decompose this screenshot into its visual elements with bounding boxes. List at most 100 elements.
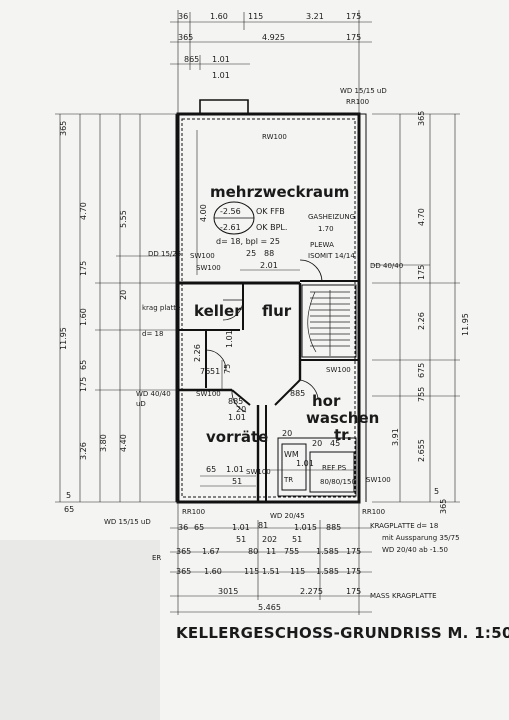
interior-walls: [178, 280, 359, 502]
label-wd-bottom: WD 15/15 uD: [104, 518, 151, 526]
label-kragplatte-d: d= 18: [142, 330, 163, 338]
dim-bot-6: 885: [326, 523, 341, 532]
dim-inner-10: 885: [228, 397, 243, 406]
dim-inner-4: 2.01: [260, 261, 278, 270]
dim-top-10: 1.01: [212, 55, 230, 64]
label-wd-top: WD 15/15 uD: [340, 87, 387, 95]
dim-top-2: 1.60: [210, 12, 228, 21]
dim-bot-8: 51: [292, 535, 302, 544]
dim-bot-3: 1.01: [232, 523, 250, 532]
room-hor: hor: [312, 392, 341, 410]
dim-left-6: 65: [79, 360, 88, 370]
level-ffb-value: -2.56: [220, 207, 241, 216]
label-rr100-b: RR100: [182, 508, 205, 516]
dim-inner-12: 1.01: [228, 413, 246, 422]
dim-inner-11: 20: [236, 405, 246, 414]
dim-left-11: 11.95: [59, 327, 68, 350]
dim-left-12: 5: [66, 491, 71, 500]
dim-top-7: 4.925: [262, 33, 285, 42]
dim-left-5: 1.60: [79, 308, 88, 326]
dim-bot-14: 11: [266, 547, 276, 556]
dim-bot-17: 175: [346, 547, 361, 556]
dim-right-9: 11.95: [461, 313, 470, 336]
room-vorraete: vorräte: [206, 428, 268, 446]
dim-left-4: 20: [119, 290, 128, 300]
label-ref: REF PS: [322, 464, 347, 472]
label-gas-dim: 1.70: [318, 225, 334, 233]
dim-left-2: 5.55: [119, 210, 128, 228]
dim-right-2: 4.70: [417, 208, 426, 226]
dim-top-6: 365: [178, 33, 193, 42]
dim-top-5: 175: [346, 12, 361, 21]
label-sw100-d: SW100: [196, 390, 221, 398]
dim-bot-2: 65: [194, 523, 204, 532]
level-bpl-value: -2.61: [220, 223, 241, 232]
dim-bot-22: 115: [290, 567, 305, 576]
label-sw100-e: SW100: [246, 468, 271, 476]
dim-inner-1: 4.00: [199, 204, 208, 222]
dim-right-3: 175: [417, 265, 426, 280]
dim-bot-24: 175: [346, 567, 361, 576]
dim-inner-17: 20: [312, 439, 322, 448]
level-bpl-label: OK BPL.: [256, 223, 287, 232]
scan-shadow: [0, 540, 160, 720]
label-rw100: RW100: [262, 133, 287, 141]
dim-left-8: 3.26: [79, 442, 88, 460]
door-swings: [205, 259, 323, 413]
dim-inner-3: 88: [264, 249, 274, 258]
dim-inner-15: 1.01: [226, 465, 244, 474]
drawing-title: KELLERGESCHOSS-GRUNDRISS M. 1:50: [176, 624, 509, 642]
dim-right-6: 755: [417, 387, 426, 402]
dim-right-1: 365: [417, 111, 426, 126]
label-wd-20-45: WD 20/45: [270, 512, 305, 520]
dim-bot-28: 5.465: [258, 603, 281, 612]
label-tr-box: TR: [283, 476, 293, 484]
dim-bot-16: 1.585: [316, 547, 339, 556]
dim-bot-27: 175: [346, 587, 361, 596]
label-mass-kragplatte: MASS KRAGPLATTE: [370, 592, 437, 600]
dim-bot-20: 115: [244, 567, 259, 576]
label-aussparung: mit Aussparung 35/75: [382, 534, 460, 542]
dims-top-lines: [170, 10, 372, 114]
dim-bot-25: 3015: [218, 587, 238, 596]
label-ud: uD: [136, 400, 146, 408]
label-wm: WM: [284, 450, 299, 459]
label-dd15: DD 15/25: [148, 250, 181, 258]
room-keller: keller: [194, 302, 242, 320]
label-sw100-f: SW100: [366, 476, 391, 484]
dim-inner-13: 885: [290, 389, 305, 398]
dim-right-8: 2.655: [417, 439, 426, 462]
dim-inner-2: 25: [246, 249, 256, 258]
dim-bot-1: 36: [178, 523, 188, 532]
label-dd40: DD 40/40: [370, 262, 403, 270]
dims-right-lines: [372, 113, 460, 503]
dim-inner-7: 75: [223, 364, 232, 374]
label-ref-dim: 80/80/150: [320, 478, 356, 486]
label-wd40: WD 40/40: [136, 390, 171, 398]
dim-top-11: 1.01: [212, 71, 230, 80]
dim-right-5: 675: [417, 363, 426, 378]
dim-right-4: 2.26: [417, 312, 426, 330]
interior-dim-lines: [196, 130, 356, 487]
dim-left-3: 175: [79, 261, 88, 276]
dims-bottom-lines: [170, 502, 372, 615]
dim-bot-11: 365: [176, 547, 191, 556]
dim-inner-20: 20: [282, 429, 292, 438]
label-kragplatte: krag platte: [142, 304, 180, 312]
label-er: ER: [152, 554, 161, 562]
label-wd-20-40: WD 20/40 ab -1.50: [382, 546, 448, 554]
dim-inner-5: 1.01: [225, 330, 234, 348]
dim-inner-14: 65: [206, 465, 216, 474]
dim-bot-13: 80: [248, 547, 258, 556]
dim-inner-9: 51: [210, 367, 220, 376]
room-waschen: waschen: [306, 409, 379, 427]
room-mehrzweckraum: mehrzweckraum: [210, 183, 349, 201]
dim-left-10: 4.40: [119, 434, 128, 452]
dim-left-14: 365: [59, 121, 68, 136]
label-sw100-b: SW100: [190, 252, 215, 260]
dim-right-10: 5: [434, 487, 439, 496]
dim-top-3: 115: [248, 12, 263, 21]
dim-top-1: 36: [178, 12, 188, 21]
label-sw100-c: SW100: [326, 366, 351, 374]
